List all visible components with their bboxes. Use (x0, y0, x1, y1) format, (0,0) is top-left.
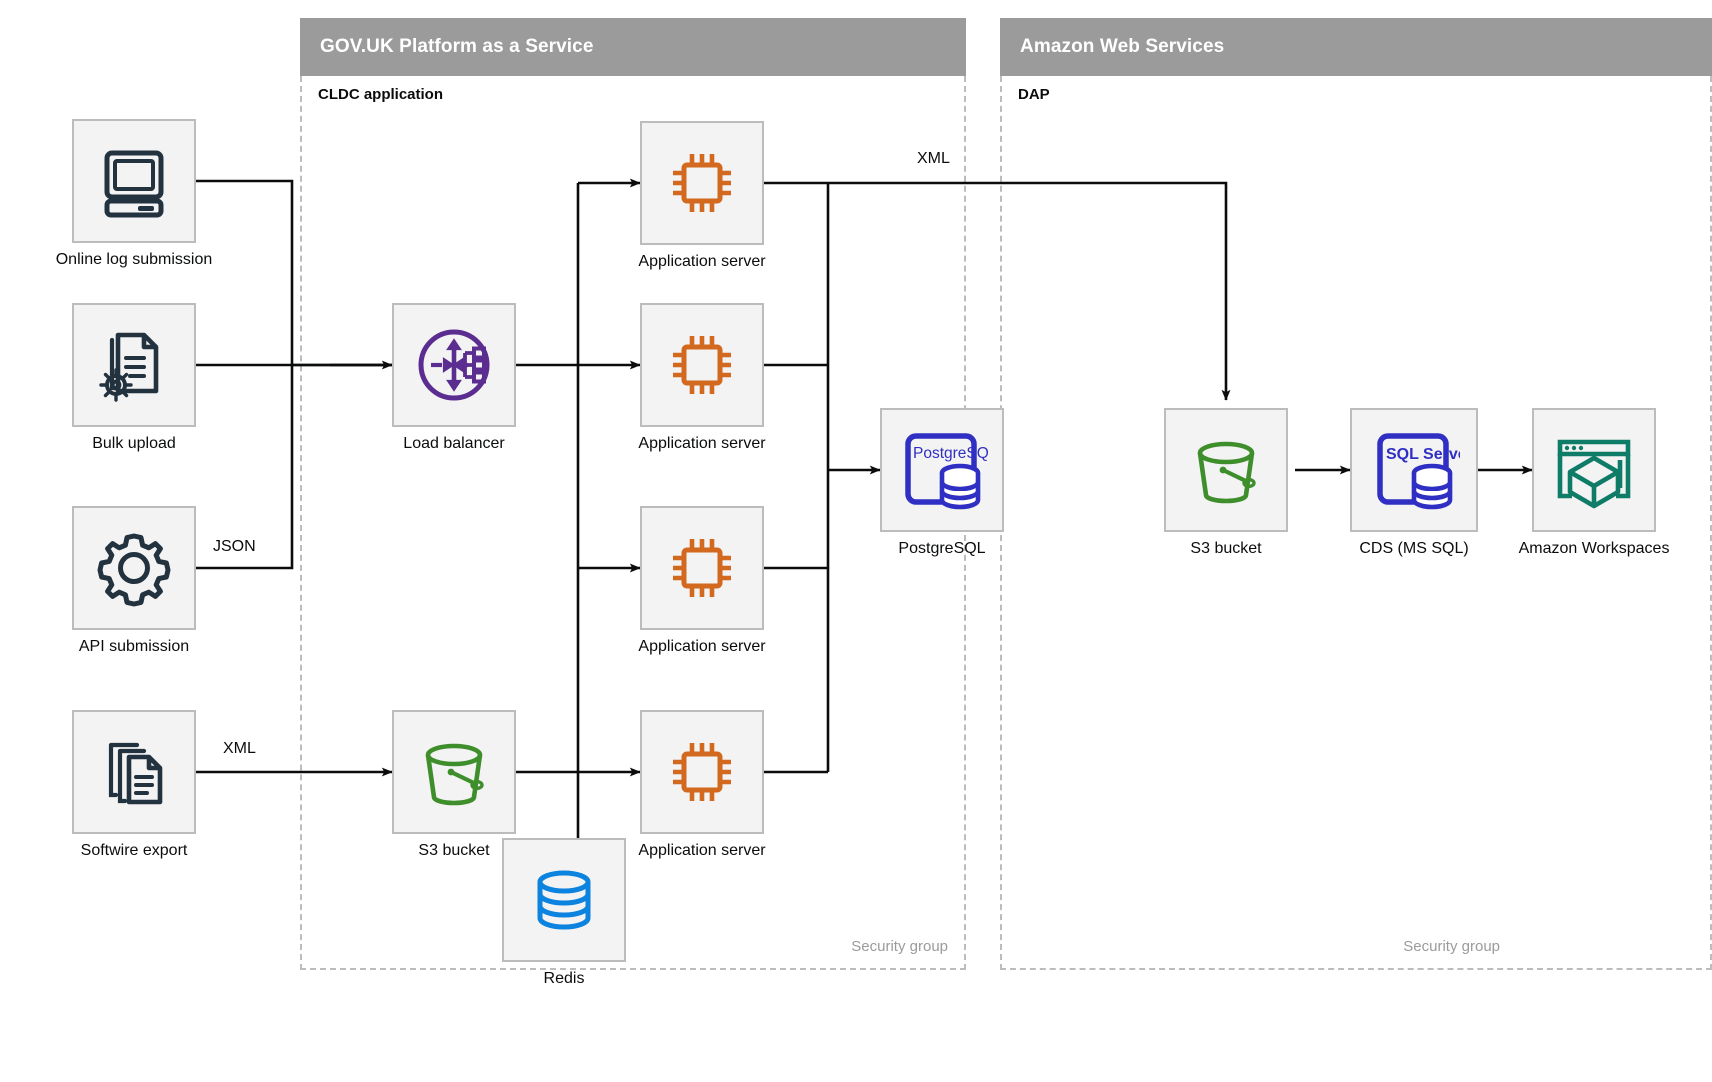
app-server-4-tile[interactable] (640, 710, 764, 834)
node-app-server-2[interactable]: Application server (638, 303, 766, 458)
sql-server-badge-text: SQL Server (1386, 446, 1460, 463)
app-server-2-tile[interactable] (640, 303, 764, 427)
api-submission-tile[interactable] (72, 506, 196, 630)
node-load-balancer[interactable]: Load balancer (392, 303, 516, 458)
load-balancer-label: Load balancer (403, 435, 505, 452)
document-gear-icon (99, 332, 159, 402)
cpu-chip-icon (673, 743, 731, 801)
amazon-workspaces-tile[interactable] (1532, 408, 1656, 532)
api-submission-label: API submission (78, 638, 190, 655)
amazon-workspaces-label: Amazon Workspaces (1518, 540, 1670, 557)
edge-label-json: JSON (208, 538, 261, 556)
node-redis[interactable]: Redis (502, 838, 626, 993)
bulk-upload-tile[interactable] (72, 303, 196, 427)
security-group-label-aws: Security group (1403, 938, 1500, 955)
postgresql-icon: PostgreSQL (905, 433, 988, 510)
bucket-icon (425, 743, 484, 806)
bulk-upload-label: Bulk upload (92, 435, 176, 452)
load-balancer-icon (418, 329, 490, 401)
node-s3-bucket-paas[interactable]: S3 bucket (392, 710, 516, 865)
softwire-export-tile[interactable] (72, 710, 196, 834)
cpu-chip-icon (673, 336, 731, 394)
redis-tile[interactable] (502, 838, 626, 962)
s3-bucket-paas-label: S3 bucket (418, 842, 490, 859)
documents-stack-icon (108, 742, 163, 805)
desktop-computer-icon (104, 150, 164, 218)
security-group-label-paas: Security group (851, 938, 948, 955)
edge-label-xml-softwire: XML (218, 740, 261, 758)
app-server-2-label: Application server (638, 435, 766, 452)
group-header-aws: Amazon Web Services (1000, 18, 1712, 76)
app-server-3-label: Application server (638, 638, 766, 655)
paas-subtitle: CLDC application (318, 86, 444, 103)
node-amazon-workspaces[interactable]: Amazon Workspaces (1519, 408, 1669, 563)
cpu-chip-icon (673, 154, 731, 212)
cpu-chip-icon (673, 539, 731, 597)
node-bulk-upload[interactable]: Bulk upload (72, 303, 196, 458)
s3-bucket-paas-tile[interactable] (392, 710, 516, 834)
app-server-1-label: Application server (638, 253, 766, 270)
node-s3-bucket-aws[interactable]: S3 bucket (1164, 408, 1288, 563)
database-cylinder-icon (537, 870, 591, 930)
workspaces-cube-icon (1557, 439, 1631, 509)
app-server-3-tile[interactable] (640, 506, 764, 630)
edge-label-xml-appserver: XML (912, 150, 955, 168)
softwire-export-label: Softwire export (80, 842, 188, 859)
postgresql-tile[interactable]: PostgreSQL (880, 408, 1004, 532)
postgresql-label: PostgreSQL (898, 540, 986, 557)
node-api-submission[interactable]: API submission (72, 506, 196, 661)
node-app-server-4[interactable]: Application server (638, 710, 766, 865)
group-header-paas-title: GOV.UK Platform as a Service (320, 36, 594, 57)
node-postgresql[interactable]: PostgreSQL PostgreSQL (880, 408, 1004, 563)
node-app-server-3[interactable]: Application server (638, 506, 766, 661)
online-log-submission-label: Online log submission (55, 251, 213, 268)
group-header-paas: GOV.UK Platform as a Service (300, 18, 966, 76)
node-cds-ms-sql[interactable]: SQL Server CDS (MS SQL) (1350, 408, 1478, 563)
sql-server-icon: SQL Server (1377, 433, 1460, 510)
bucket-icon (1197, 441, 1256, 504)
cds-ms-sql-label: CDS (MS SQL) (1359, 540, 1469, 557)
s3-bucket-aws-tile[interactable] (1164, 408, 1288, 532)
node-app-server-1[interactable]: Application server (638, 121, 766, 276)
postgresql-badge-text: PostgreSQL (913, 445, 988, 462)
cds-ms-sql-tile[interactable]: SQL Server (1350, 408, 1478, 532)
load-balancer-tile[interactable] (392, 303, 516, 427)
s3-bucket-aws-label: S3 bucket (1190, 540, 1262, 557)
redis-label: Redis (543, 970, 585, 987)
gear-icon (97, 533, 171, 607)
node-online-log-submission[interactable]: Online log submission (56, 119, 212, 274)
app-server-4-label: Application server (638, 842, 766, 859)
app-server-1-tile[interactable] (640, 121, 764, 245)
node-softwire-export[interactable]: Softwire export (72, 710, 196, 865)
aws-subtitle: DAP (1018, 86, 1050, 103)
group-header-aws-title: Amazon Web Services (1020, 36, 1225, 57)
online-log-submission-tile[interactable] (72, 119, 196, 243)
